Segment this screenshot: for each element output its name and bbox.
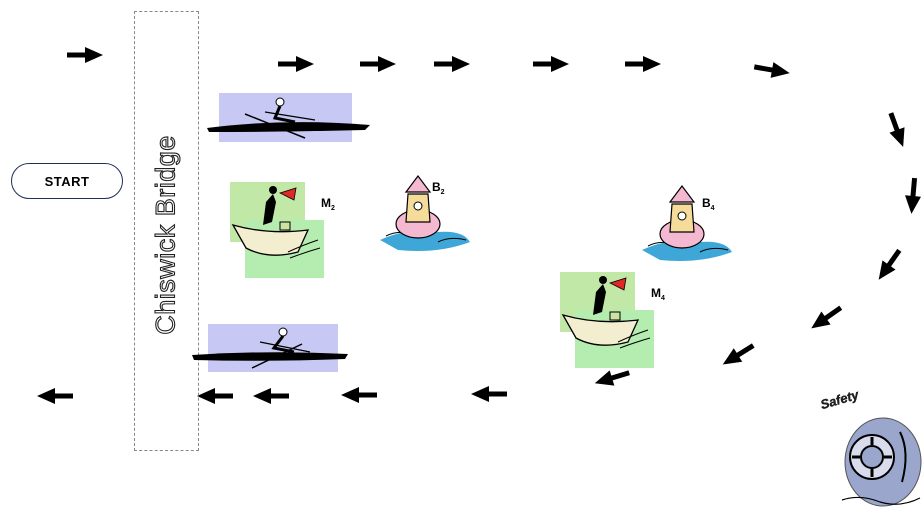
course-arrow: [341, 387, 377, 403]
buoy-b4-icon: [640, 182, 735, 264]
course-arrow: [471, 386, 507, 402]
course-arrow: [883, 110, 910, 149]
course-arrow: [253, 388, 289, 404]
marshal-boat-m2-icon: [228, 180, 328, 280]
course-arrow: [197, 388, 233, 404]
course-arrow: [67, 47, 103, 63]
course-arrow: [37, 388, 73, 404]
course-arrow: [807, 301, 846, 335]
course-arrow: [434, 56, 470, 72]
bridge-label: Chiswick Bridge: [151, 135, 182, 335]
marshal-boat-m4-icon: [558, 270, 658, 370]
rower-bottom-icon: [190, 322, 355, 374]
marker-label-b4: B4: [702, 196, 715, 212]
course-arrow: [872, 246, 906, 285]
course-arrow: [360, 56, 396, 72]
marker-label-m4: M4: [651, 286, 665, 302]
start-button[interactable]: START: [11, 163, 123, 199]
marker-label-m2: M2: [321, 196, 335, 212]
course-arrow: [533, 56, 569, 72]
course-arrow: [625, 56, 661, 72]
marker-label-b2: B2: [432, 180, 445, 196]
course-arrow: [903, 177, 922, 214]
lifebuoy-icon: [840, 412, 923, 518]
course-arrow: [718, 339, 757, 372]
course-arrow: [753, 59, 791, 81]
buoy-b2-icon: [378, 172, 473, 254]
rower-top-icon: [205, 92, 375, 144]
course-arrow: [278, 56, 314, 72]
